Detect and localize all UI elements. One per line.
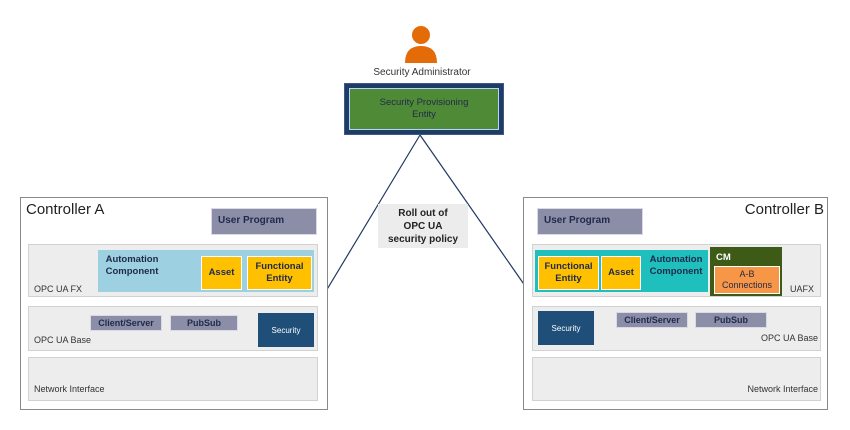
controller-a-pubsub: PubSub — [170, 315, 238, 331]
controller-b-client-server: Client/Server — [616, 312, 688, 328]
controller-b-fx-label: UAFX — [790, 284, 815, 294]
controller-b-security: Security — [538, 311, 594, 345]
controller-b-user-program: User Program — [537, 208, 643, 235]
controller-a-asset: Asset — [201, 256, 242, 290]
controller-a-security: Security — [258, 313, 314, 347]
controller-a-network-layer — [28, 357, 318, 401]
controller-b-network-label: Network Interface — [747, 384, 818, 394]
controller-a-network-label: Network Interface — [34, 384, 105, 394]
controller-a-user-program: User Program — [211, 208, 317, 235]
controller-a-title: Controller A — [26, 201, 105, 218]
controller-b-base-label: OPC UA Base — [760, 333, 818, 343]
person-icon — [405, 26, 437, 63]
controller-b-network-layer — [532, 357, 821, 401]
controller-a-fx-label: OPC UA FX — [34, 284, 83, 294]
controller-a-base-label: OPC UA Base — [34, 335, 92, 345]
controller-b-pubsub: PubSub — [695, 312, 767, 328]
controller-b-title: Controller B — [744, 201, 824, 218]
controller-b-asset: Asset — [601, 256, 641, 290]
admin-label: Security Administrator — [373, 67, 471, 78]
controller-b-cm-label: CM — [716, 252, 731, 263]
arrow-to-controller-a — [310, 134, 421, 318]
controller-a-client-server: Client/Server — [90, 315, 162, 331]
